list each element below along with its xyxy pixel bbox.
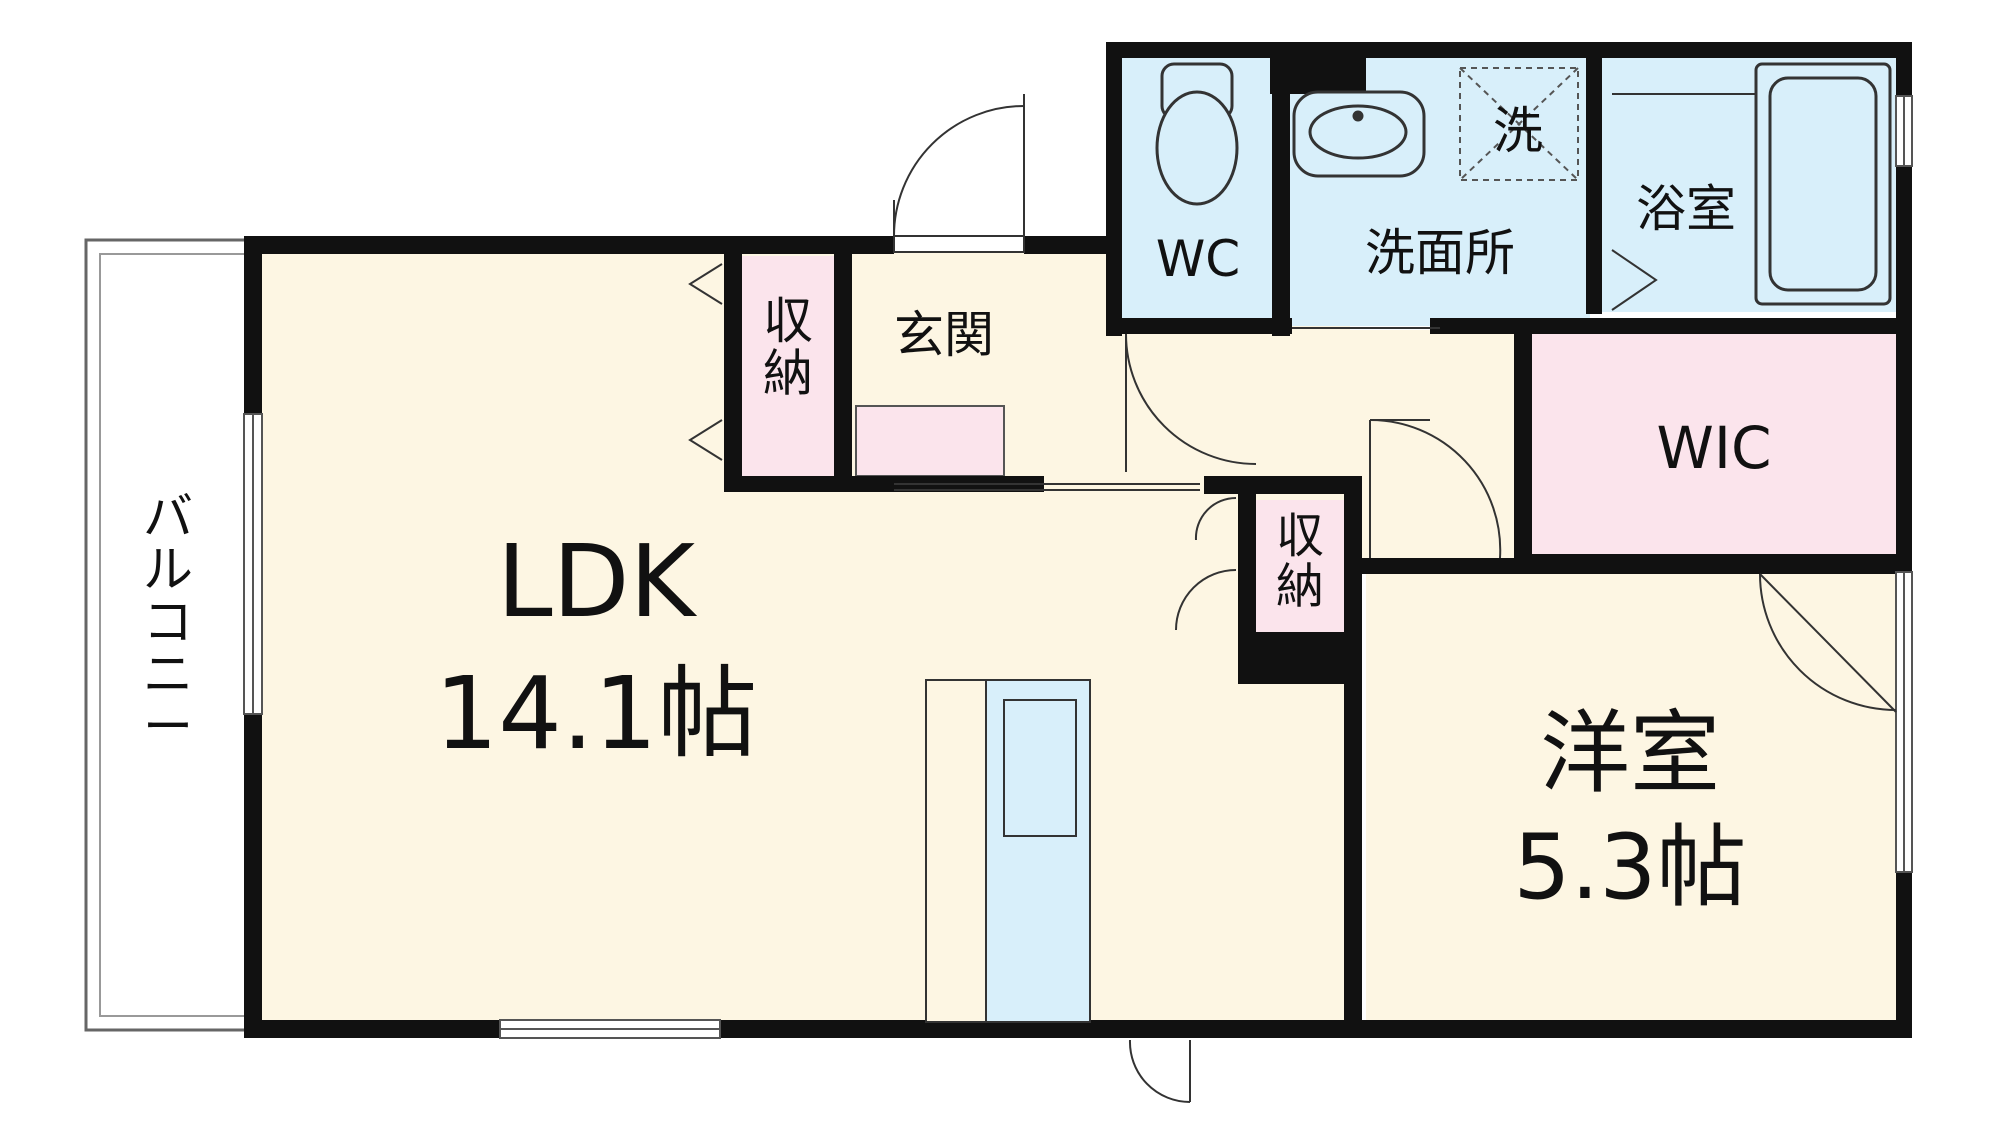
ldk-name: LDK [497, 523, 698, 640]
washer-space [1459, 67, 1579, 181]
wic-floor [1530, 334, 1896, 558]
western-floor [1366, 574, 1896, 1020]
entrance-name: 玄関 [894, 306, 994, 364]
balcony-area [84, 238, 248, 1032]
balcony-name: バルコニー [143, 488, 193, 756]
toilet-icon [1155, 62, 1239, 206]
door-swing-icon [688, 94, 1897, 1103]
walls [244, 42, 1912, 1038]
kitchen-counter-icon [925, 679, 1091, 1023]
shoe-box [855, 405, 1005, 477]
bath-name: 浴室 [1636, 180, 1736, 238]
washroom-name: 洗面所 [1365, 224, 1515, 282]
western-size: 5.3帖 [1513, 815, 1746, 920]
washer-name: 洗 [1493, 102, 1543, 160]
sink-icon [1292, 90, 1426, 178]
storage-entrance-name: 収納 [763, 292, 813, 403]
storage-ldk-name: 収納 [1276, 508, 1324, 614]
entrance-storage-floor [740, 256, 836, 476]
wc-name: WC [1156, 230, 1240, 288]
windows [243, 95, 1913, 1039]
bathtub-icon [1612, 62, 1892, 306]
ldk-storage-floor [1256, 500, 1344, 632]
wic-name: WIC [1657, 414, 1772, 482]
western-name: 洋室 [1540, 701, 1720, 806]
balcony [84, 238, 248, 1032]
ldk-size: 14.1帖 [435, 655, 758, 772]
room-fills [258, 58, 1896, 1022]
room-labels: LDK 14.1帖 洋室 5.3帖 玄関 WC 洗面所 洗 浴室 WIC 収納 … [143, 102, 1771, 920]
